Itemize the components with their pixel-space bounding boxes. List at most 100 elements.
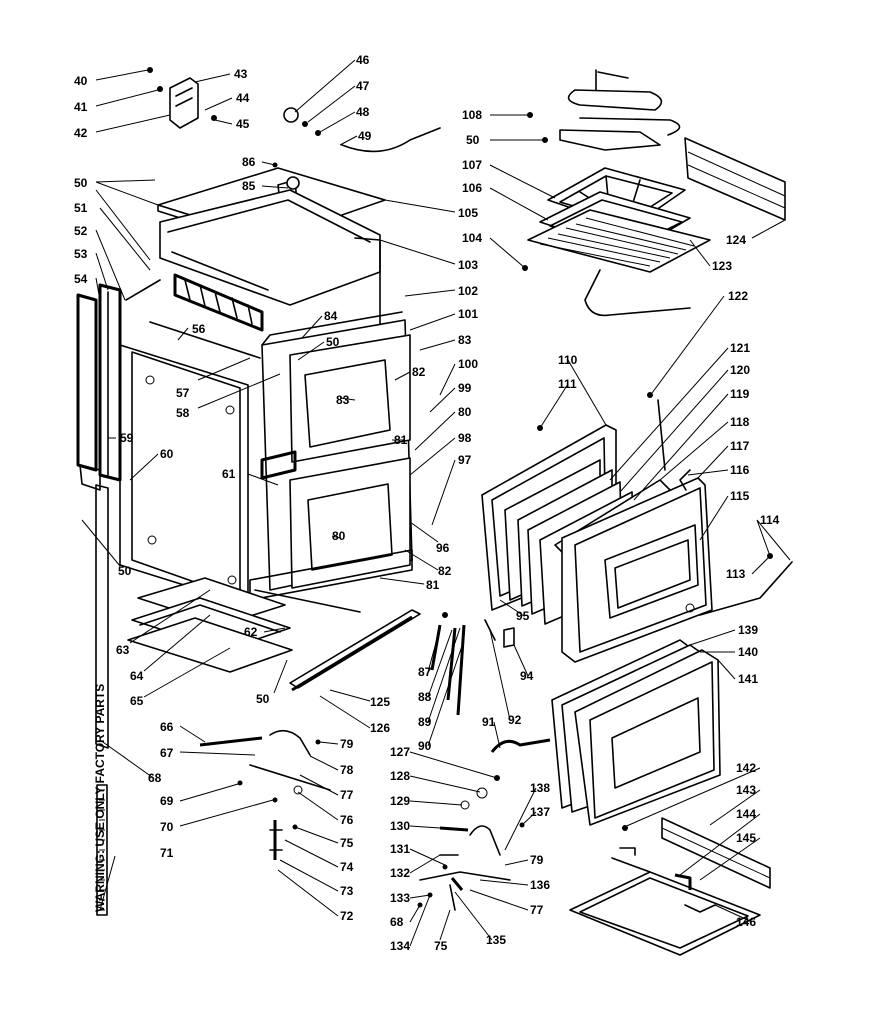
callout-83-b: 83: [336, 393, 350, 407]
callout-74: 74: [340, 860, 354, 874]
callout-131: 131: [390, 842, 410, 856]
callout-91: 91: [482, 715, 496, 729]
callout-73: 73: [340, 884, 354, 898]
callout-53: 53: [74, 247, 88, 261]
callout-125: 125: [370, 695, 390, 709]
callout-59: 59: [120, 431, 134, 445]
callout-138: 138: [530, 781, 550, 795]
callout-111: 111: [558, 377, 577, 391]
callout-68: 68: [148, 771, 162, 785]
callout-100: 100: [458, 357, 478, 371]
callout-144: 144: [736, 807, 756, 821]
leader-lines: [81, 59, 791, 947]
callout-110: 110: [558, 353, 578, 367]
callout-89: 89: [418, 715, 432, 729]
callout-108: 108: [462, 108, 482, 122]
callout-78: 78: [340, 763, 354, 777]
callout-42: 42: [74, 126, 88, 140]
vertical-strip: WARNING: USE ONLY FACTORY PARTS: [93, 684, 108, 916]
bottom-panels: [127, 577, 293, 673]
callout-40: 40: [74, 74, 88, 88]
callout-85: 85: [242, 179, 256, 193]
callout-64: 64: [130, 669, 144, 683]
callout-80-b: 80: [332, 529, 346, 543]
callout-119: 119: [730, 387, 750, 401]
callout-132: 132: [390, 866, 410, 880]
callout-58: 58: [176, 406, 190, 420]
callout-98: 98: [458, 431, 472, 445]
callout-92: 92: [508, 713, 522, 727]
callout-146: 146: [736, 915, 756, 929]
callout-99: 99: [458, 381, 472, 395]
broil-element: [527, 69, 681, 151]
callout-133: 133: [390, 891, 410, 905]
callout-63: 63: [116, 643, 130, 657]
callout-56: 56: [192, 322, 206, 336]
callout-50-c: 50: [118, 564, 132, 578]
callout-113: 113: [726, 567, 746, 581]
burner-parts-left: [199, 729, 331, 860]
callout-127: 127: [390, 745, 410, 759]
callout-62: 62: [244, 625, 258, 639]
callout-77-a: 77: [340, 788, 354, 802]
drawer-assembly: [569, 817, 771, 956]
callout-84: 84: [324, 309, 338, 323]
bottom-trim: [289, 609, 421, 692]
callout-142: 142: [736, 761, 756, 775]
lower-oven-door: [490, 639, 721, 826]
screw-122: [647, 392, 653, 398]
callout-124: 124: [726, 233, 746, 247]
callout-50-b: 50: [326, 335, 340, 349]
callout-47: 47: [356, 79, 370, 93]
callout-69: 69: [160, 794, 174, 808]
callout-labels: 40 41 42 43 44 45 46 47 48 49 50 86 85 1…: [74, 53, 780, 953]
left-frame-rail: [76, 279, 261, 749]
callout-71: 71: [160, 846, 174, 860]
callout-86: 86: [242, 155, 256, 169]
callout-145: 145: [736, 831, 756, 845]
callout-48: 48: [356, 105, 370, 119]
callout-106: 106: [462, 181, 482, 195]
callout-87: 87: [418, 665, 432, 679]
callout-41: 41: [74, 100, 88, 114]
callout-54: 54: [74, 272, 88, 286]
side-trim-124: [684, 137, 786, 221]
callout-104: 104: [462, 231, 482, 245]
callout-117: 117: [730, 439, 750, 453]
callout-130: 130: [390, 819, 410, 833]
callout-107: 107: [462, 158, 482, 172]
rack-pan-assembly: [522, 167, 711, 317]
callout-114: 114: [760, 513, 780, 527]
callout-123: 123: [712, 259, 732, 273]
lower-burner-parts: [417, 775, 525, 911]
callout-81-b: 81: [426, 578, 440, 592]
relay-bracket: [147, 67, 217, 129]
callout-45: 45: [236, 117, 250, 131]
callout-82-b: 82: [438, 564, 452, 578]
callout-79-a: 79: [340, 737, 354, 751]
callout-72: 72: [340, 909, 354, 923]
callout-140: 140: [738, 645, 758, 659]
callout-75-b: 75: [434, 939, 448, 953]
callout-51: 51: [74, 201, 88, 215]
callout-61: 61: [222, 467, 236, 481]
callout-67: 67: [160, 746, 174, 760]
callout-50-e: 50: [466, 133, 480, 147]
callout-105: 105: [458, 206, 478, 220]
callout-77-b: 77: [530, 903, 544, 917]
callout-103: 103: [458, 258, 478, 272]
callout-129: 129: [390, 794, 410, 808]
callout-101: 101: [458, 307, 478, 321]
callout-126: 126: [370, 721, 390, 735]
callout-139: 139: [738, 623, 758, 637]
callout-96: 96: [436, 541, 450, 555]
callout-97: 97: [458, 453, 472, 467]
callout-68-b: 68: [390, 915, 404, 929]
callout-116: 116: [730, 463, 750, 477]
callout-81-a: 81: [394, 433, 408, 447]
callout-60: 60: [160, 447, 174, 461]
callout-120: 120: [730, 363, 750, 377]
callout-80-a: 80: [458, 405, 472, 419]
callout-118: 118: [730, 415, 750, 429]
